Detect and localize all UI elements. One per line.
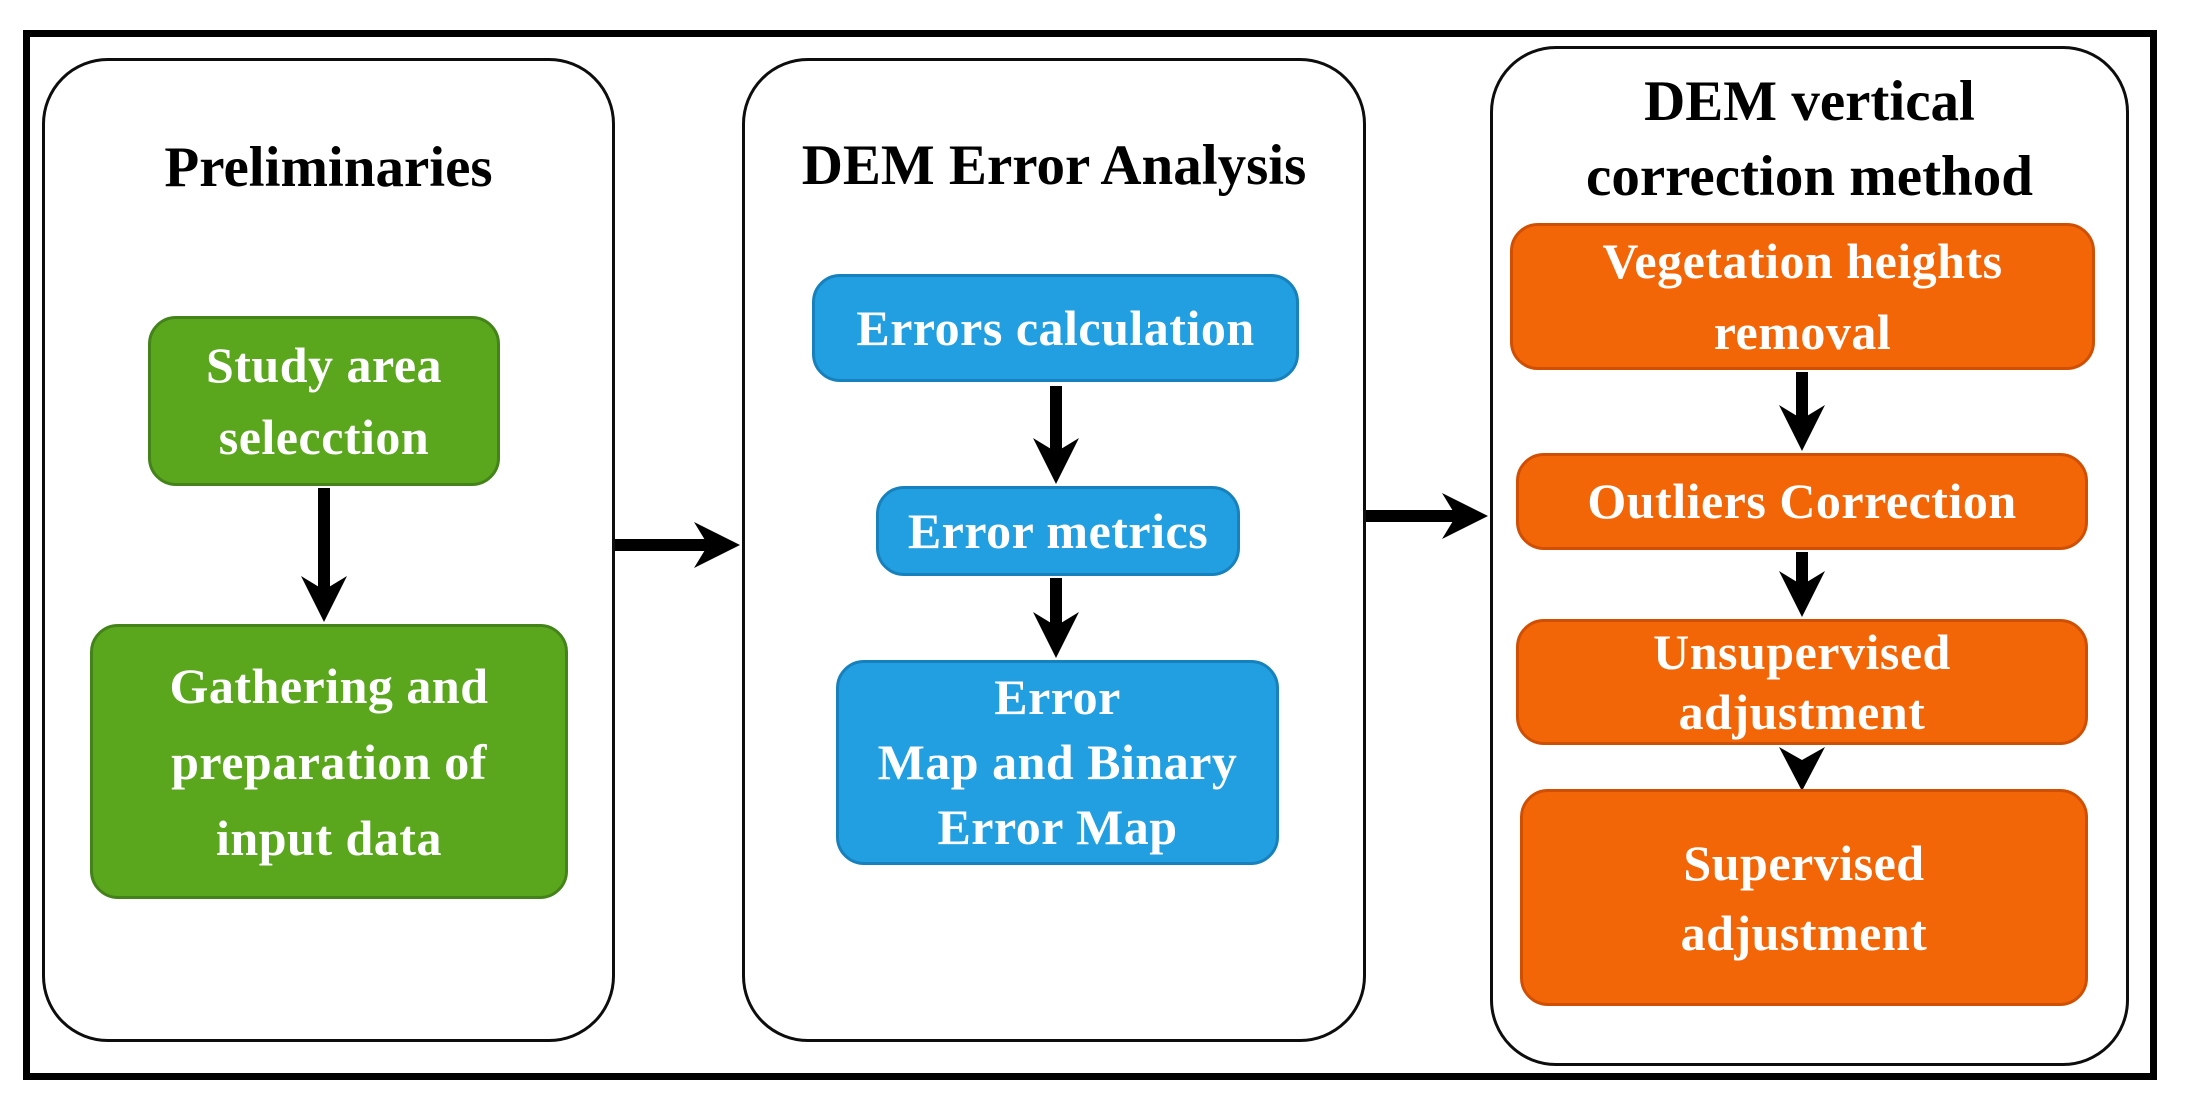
text-line: Vegetation heights (1602, 232, 2003, 289)
arrow-right-icon (1366, 491, 1488, 541)
title-line: DEM vertical (1644, 70, 1975, 133)
node-outliers-correction: Outliers Correction (1516, 453, 2088, 550)
arrow-down-icon (1777, 552, 1827, 617)
text-line: preparation of (171, 733, 487, 790)
node-supervised-adjustment: Supervised adjustment (1520, 789, 2088, 1006)
arrow-down-icon (1031, 578, 1081, 658)
text-line: Unsupervised (1653, 624, 1951, 680)
node-gathering-preparation-input-data: Gathering and preparation of input data (90, 624, 568, 899)
title-line: correction method (1586, 145, 2033, 209)
node-errors-calculation: Errors calculation (812, 274, 1299, 382)
arrow-down-icon (1777, 747, 1827, 791)
text-line: Gathering and (169, 657, 489, 714)
text-line: Error (994, 669, 1121, 725)
text-line: Errors calculation (856, 299, 1255, 356)
text-line: Outliers Correction (1587, 473, 2017, 529)
arrow-down-icon (1777, 372, 1827, 451)
text-line: Study area (205, 337, 443, 393)
node-vegetation-heights-removal: Vegetation heights removal (1510, 223, 2095, 370)
text-line: adjustment (1678, 684, 1926, 740)
panel-title-dem-vertical-correction-method: DEM vertical correction method (1493, 64, 2126, 214)
panel-title-preliminaries: Preliminaries (164, 136, 493, 199)
panel-dem-error-analysis: DEM Error Analysis Errors calculation Er… (742, 58, 1366, 1042)
panel-preliminaries: Preliminaries Study area selecction Gath… (42, 58, 615, 1042)
panel-title-dem-error-analysis: DEM Error Analysis (801, 134, 1307, 197)
text-line: Error Map (937, 799, 1178, 855)
panel-dem-vertical-correction-method: DEM vertical correction method Vegetatio… (1490, 46, 2129, 1066)
node-error-metrics: Error metrics (876, 486, 1240, 576)
text-line: adjustment (1680, 904, 1928, 961)
arrow-down-icon (299, 488, 349, 622)
node-unsupervised-adjustment: Unsupervised adjustment (1516, 619, 2088, 745)
node-error-map-and-binary-error-map: Error Map and Binary Error Map (836, 660, 1279, 865)
text-line: removal (1713, 303, 1892, 360)
text-line: selecction (218, 409, 430, 465)
text-line: input data (216, 809, 442, 866)
node-study-area-selection: Study area selecction (148, 316, 500, 486)
text-line: Supervised (1683, 834, 1925, 891)
arrow-down-icon (1031, 386, 1081, 484)
text-line: Error metrics (907, 502, 1209, 559)
text-line: Map and Binary (877, 734, 1238, 790)
arrow-right-icon (615, 520, 740, 570)
